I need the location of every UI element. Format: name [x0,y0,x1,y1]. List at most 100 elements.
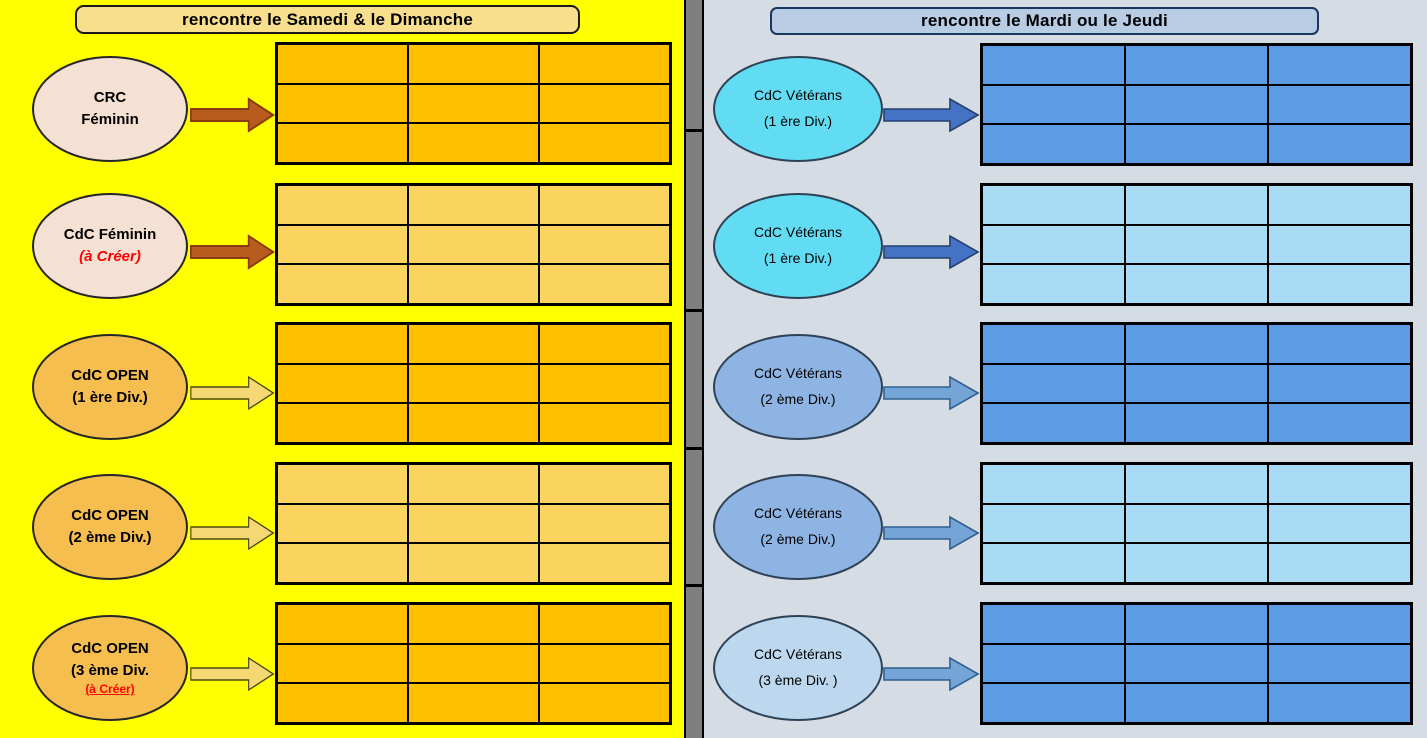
schedule-cell [277,123,408,163]
schedule-cell [277,543,408,583]
flow-arrow-icon [883,234,980,270]
schedule-cell [1268,503,1411,544]
divider-segment-line [686,447,702,450]
flow-arrow-icon [883,515,980,551]
schedule-cell [539,503,670,544]
schedule-cell [539,83,670,124]
schedule-cell [1268,604,1411,644]
ellipse-label-line1: CdC OPEN [71,506,149,524]
schedule-cell [277,83,408,124]
schedule-cell [1125,403,1268,443]
schedule-cell [539,123,670,163]
schedule-table-cdc-open-div1 [275,322,672,445]
divider-segment-line [686,584,702,587]
divider-segment-line [686,129,702,132]
schedule-cell [539,543,670,583]
schedule-table-veterans-div3 [980,602,1413,725]
schedule-cell [982,264,1125,304]
schedule-cell [982,84,1125,125]
schedule-cell [539,324,670,364]
ellipse-crc-feminin: CRC Féminin [32,56,188,162]
ellipse-label-line1: CRC [93,88,127,106]
schedule-cell [1125,363,1268,404]
schedule-table-cdc-feminin [275,183,672,306]
schedule-cell [1125,124,1268,164]
schedule-cell [982,464,1125,504]
schedule-cell [982,363,1125,404]
schedule-table-veterans-div1-a [980,43,1413,166]
divider-segment-line [686,309,702,312]
schedule-cell [408,643,539,684]
ellipse-label-line2: (2 ème Div.) [68,529,152,546]
schedule-cell [277,324,408,364]
ellipse-label-line1: CdC Vétérans [754,365,842,382]
schedule-cell [539,44,670,84]
flow-arrow-icon [883,656,980,692]
schedule-cell [408,503,539,544]
schedule-cell [1268,185,1411,225]
schedule-cell [539,643,670,684]
ellipse-label-line2: (1 ère Div.) [72,389,148,406]
schedule-cell [982,643,1125,684]
schedule-cell [1268,324,1411,364]
schedule-cell [408,123,539,163]
flow-arrow-icon [190,375,275,411]
schedule-cell [982,503,1125,544]
schedule-cell [408,604,539,644]
schedule-cell [1125,503,1268,544]
schedule-cell [277,643,408,684]
schedule-cell [1125,84,1268,125]
ellipse-cdc-veterans-div2-b: CdC Vétérans (2 ème Div.) [713,474,883,580]
schedule-cell [982,45,1125,85]
ellipse-label-line1: CdC OPEN [71,640,149,658]
ellipse-label-line2: (3 ème Div. [70,662,150,680]
schedule-cell [982,543,1125,583]
ellipse-cdc-veterans-div1-a: CdC Vétérans (1 ère Div.) [713,56,883,162]
schedule-cell [982,185,1125,225]
schedule-table-veterans-div2-b [980,462,1413,585]
ellipse-cdc-feminin: CdC Féminin (à Créer) [32,193,188,299]
schedule-cell [1125,185,1268,225]
schedule-cell [539,185,670,225]
schedule-cell [1125,264,1268,304]
ellipse-label-line2: (2 ème Div.) [760,531,836,547]
schedule-cell [539,264,670,304]
flow-arrow-icon [190,234,275,270]
schedule-cell [277,604,408,644]
schedule-cell [1268,224,1411,265]
schedule-table-veterans-div1-b [980,183,1413,306]
schedule-cell [1125,604,1268,644]
ellipse-cdc-open-div3: CdC OPEN (3 ème Div. (à Créer) [32,615,188,721]
schedule-cell [1125,643,1268,684]
schedule-cell [408,363,539,404]
ellipse-label-line2: (1 ère Div.) [763,113,833,129]
flow-arrow-icon [190,515,275,551]
schedule-cell [408,264,539,304]
ellipse-cdc-open-div2: CdC OPEN (2 ème Div.) [32,474,188,580]
flow-arrow-icon [883,375,980,411]
schedule-cell [982,403,1125,443]
schedule-cell [539,464,670,504]
schedule-cell [1125,464,1268,504]
schedule-cell [539,224,670,265]
ellipse-label-line2: (2 ème Div.) [760,391,836,407]
panel-divider [684,0,704,738]
schedule-cell [408,543,539,583]
schedule-cell [277,185,408,225]
flow-arrow-icon [190,656,275,692]
weekday-header: rencontre le Mardi ou le Jeudi [770,7,1319,35]
schedule-cell [1268,84,1411,125]
schedule-cell [277,683,408,723]
ellipse-cdc-veterans-div3: CdC Vétérans (3 ème Div. ) [713,615,883,721]
schedule-cell [1125,45,1268,85]
schedule-cell [1125,224,1268,265]
schedule-cell [408,224,539,265]
ellipse-cdc-open-div1: CdC OPEN (1 ère Div.) [32,334,188,440]
schedule-cell [277,44,408,84]
schedule-cell [277,363,408,404]
ellipse-cdc-veterans-div1-b: CdC Vétérans (1 ère Div.) [713,193,883,299]
schedule-cell [1268,643,1411,684]
schedule-cell [277,264,408,304]
flow-arrow-icon [883,97,980,133]
ellipse-cdc-veterans-div2-a: CdC Vétérans (2 ème Div.) [713,334,883,440]
